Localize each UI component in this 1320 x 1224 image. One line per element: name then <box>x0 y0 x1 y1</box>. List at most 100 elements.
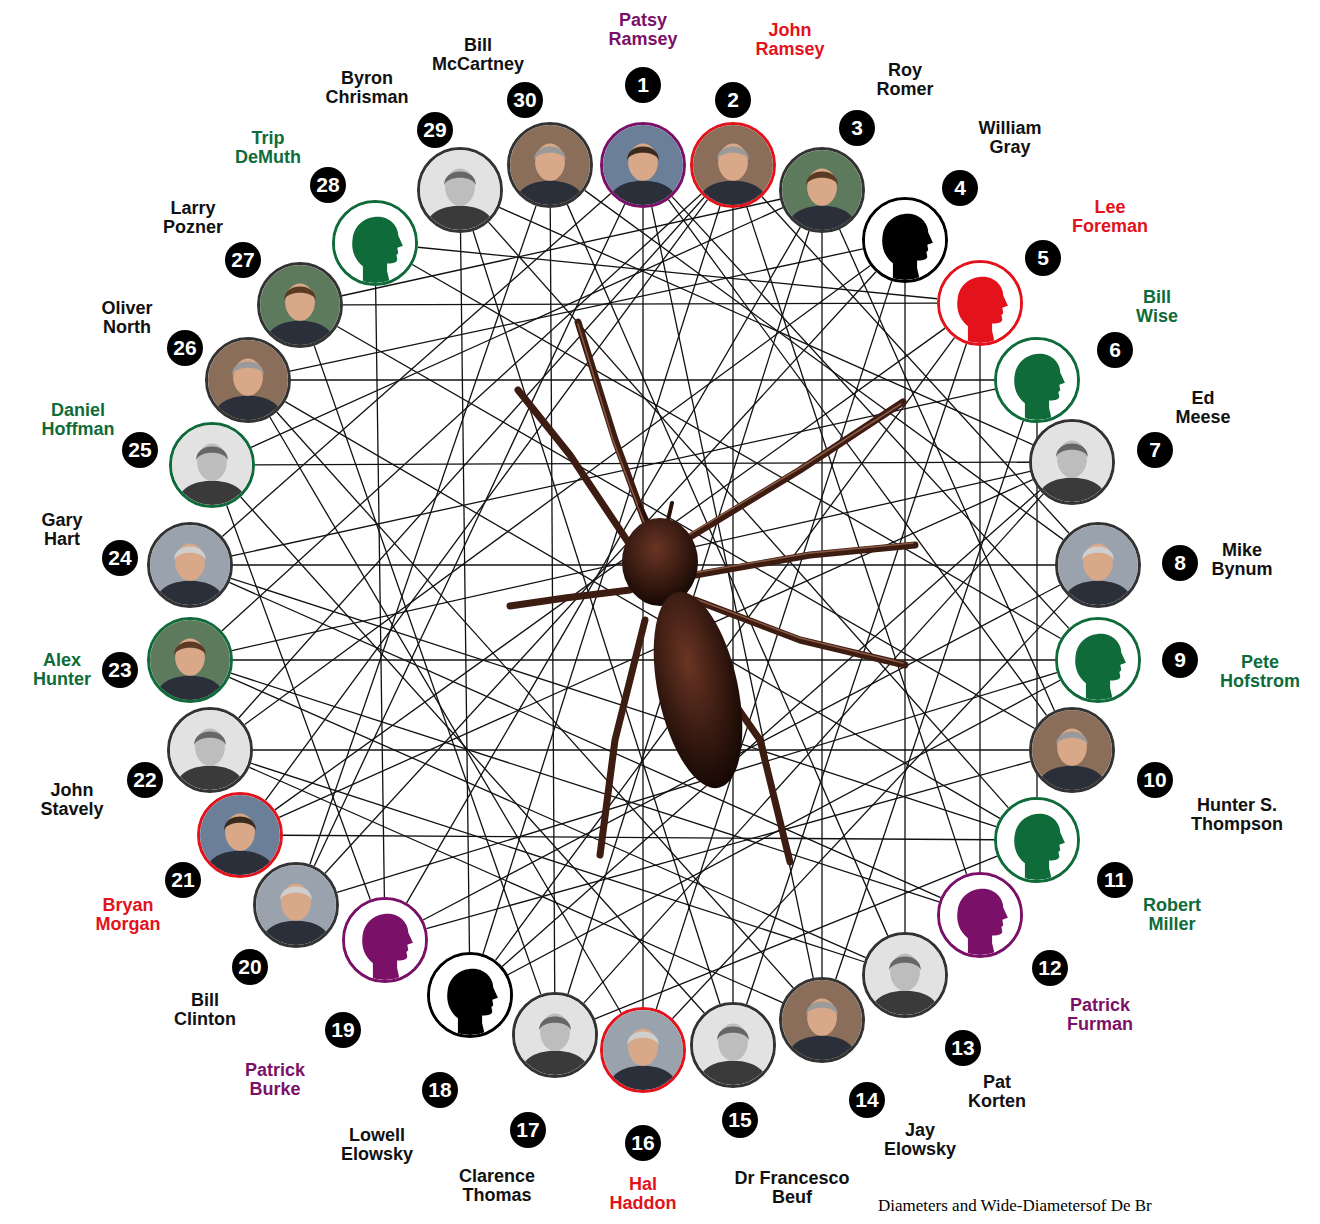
connector-line <box>483 206 720 954</box>
silhouette <box>1014 354 1065 420</box>
portrait-circle <box>1055 617 1141 703</box>
portrait-circle <box>690 122 776 208</box>
portrait-hair <box>174 546 206 560</box>
connector-line <box>584 494 1043 1003</box>
portrait-ground <box>208 340 288 420</box>
connector-line <box>231 578 996 826</box>
connector-line <box>343 303 937 305</box>
portrait-hair <box>627 146 659 160</box>
portrait <box>335 203 415 283</box>
portrait-circle <box>690 1002 776 1088</box>
portrait-face <box>175 544 205 581</box>
person-node: William Gray4 <box>862 197 948 283</box>
connector-line <box>232 471 1030 650</box>
portrait <box>693 125 773 205</box>
person-node: Byron Chrisman29 <box>417 147 503 233</box>
portrait-hair <box>174 641 206 655</box>
connector-line <box>836 421 1024 979</box>
portrait-circle <box>512 992 598 1078</box>
portrait-shoulders <box>1036 766 1109 790</box>
connector-line <box>325 272 876 874</box>
portrait-circle <box>994 797 1080 883</box>
portrait-ground <box>1032 710 1112 790</box>
portrait-hair <box>280 886 312 900</box>
portrait-hair <box>539 1016 571 1030</box>
portrait-circle <box>600 1007 686 1093</box>
portrait-ground <box>1058 620 1138 700</box>
portrait <box>1058 525 1138 605</box>
portrait-ground <box>603 125 683 205</box>
callout-number: 28 <box>310 167 346 203</box>
callout-number: 25 <box>122 432 158 468</box>
portrait-ground <box>430 955 510 1035</box>
portrait-circle <box>1029 419 1115 505</box>
portrait-shoulders <box>154 676 227 700</box>
connector-line <box>255 462 1029 465</box>
portrait <box>256 865 336 945</box>
connector-line <box>732 208 733 1002</box>
portrait-ground <box>1032 422 1112 502</box>
person-node: Alex Hunter23 <box>147 617 233 703</box>
portrait-circle <box>994 337 1080 423</box>
person-node: Larry Pozner27 <box>257 262 343 348</box>
person-name: Patrick Furman <box>1067 996 1133 1034</box>
person-node: Patsy Ramsey1 <box>600 122 686 208</box>
portrait <box>997 340 1077 420</box>
person-node: Bryan Morgan21 <box>197 792 283 878</box>
person-name: Bryan Morgan <box>96 896 161 934</box>
portrait-face <box>807 999 837 1036</box>
portrait <box>172 425 252 505</box>
spider-leg <box>600 620 645 855</box>
spider-leg <box>518 390 640 560</box>
connector-line <box>233 659 1055 660</box>
callout-number: 9 <box>1162 642 1198 678</box>
portrait <box>170 710 250 790</box>
portrait-face <box>175 639 205 676</box>
callout-number: 15 <box>722 1102 758 1138</box>
portrait-hair <box>1056 731 1088 745</box>
spider-leg <box>695 545 915 575</box>
portrait-shoulders <box>1062 581 1135 605</box>
portrait-shoulders <box>869 991 942 1015</box>
portrait-ground <box>200 795 280 875</box>
portrait-ground <box>1058 525 1138 605</box>
portrait-face <box>718 1024 748 1061</box>
callout-number: 30 <box>507 82 543 118</box>
person-node: Dr Francesco Beuf15 <box>690 1002 776 1088</box>
portrait-ground <box>782 150 862 230</box>
person-name: Larry Pozner <box>163 199 223 237</box>
portrait-ground <box>940 875 1020 955</box>
portrait-circle <box>937 872 1023 958</box>
portrait-shoulders <box>264 321 337 345</box>
callout-number: 22 <box>127 762 163 798</box>
portrait <box>865 200 945 280</box>
portrait-hair <box>232 361 264 375</box>
portrait-ground <box>150 525 230 605</box>
person-name: Pat Korten <box>968 1073 1026 1111</box>
portrait <box>997 800 1077 880</box>
portrait-circle <box>342 897 428 983</box>
portrait-face <box>285 284 315 321</box>
portrait <box>345 900 425 980</box>
silhouette <box>957 889 1008 955</box>
connector-line <box>314 204 624 866</box>
portrait-ground <box>170 710 250 790</box>
portrait-circle <box>257 262 343 348</box>
connector-line <box>502 491 1040 967</box>
portrait-shoulders <box>697 1061 770 1085</box>
portrait <box>1032 422 1112 502</box>
connector-line <box>229 582 940 897</box>
connector-line <box>461 233 470 952</box>
connector-line <box>231 673 939 902</box>
portrait-shoulders <box>212 396 285 420</box>
connector-line <box>251 208 783 448</box>
portrait-hair <box>1056 443 1088 457</box>
portrait-shoulders <box>607 1066 680 1090</box>
portrait-face <box>628 144 658 181</box>
portrait-circle <box>600 122 686 208</box>
portrait-circle <box>862 197 948 283</box>
portrait-circle <box>167 707 253 793</box>
portrait-hair <box>444 171 476 185</box>
person-name: Patrick Burke <box>245 1061 305 1099</box>
portrait-face <box>225 814 255 851</box>
